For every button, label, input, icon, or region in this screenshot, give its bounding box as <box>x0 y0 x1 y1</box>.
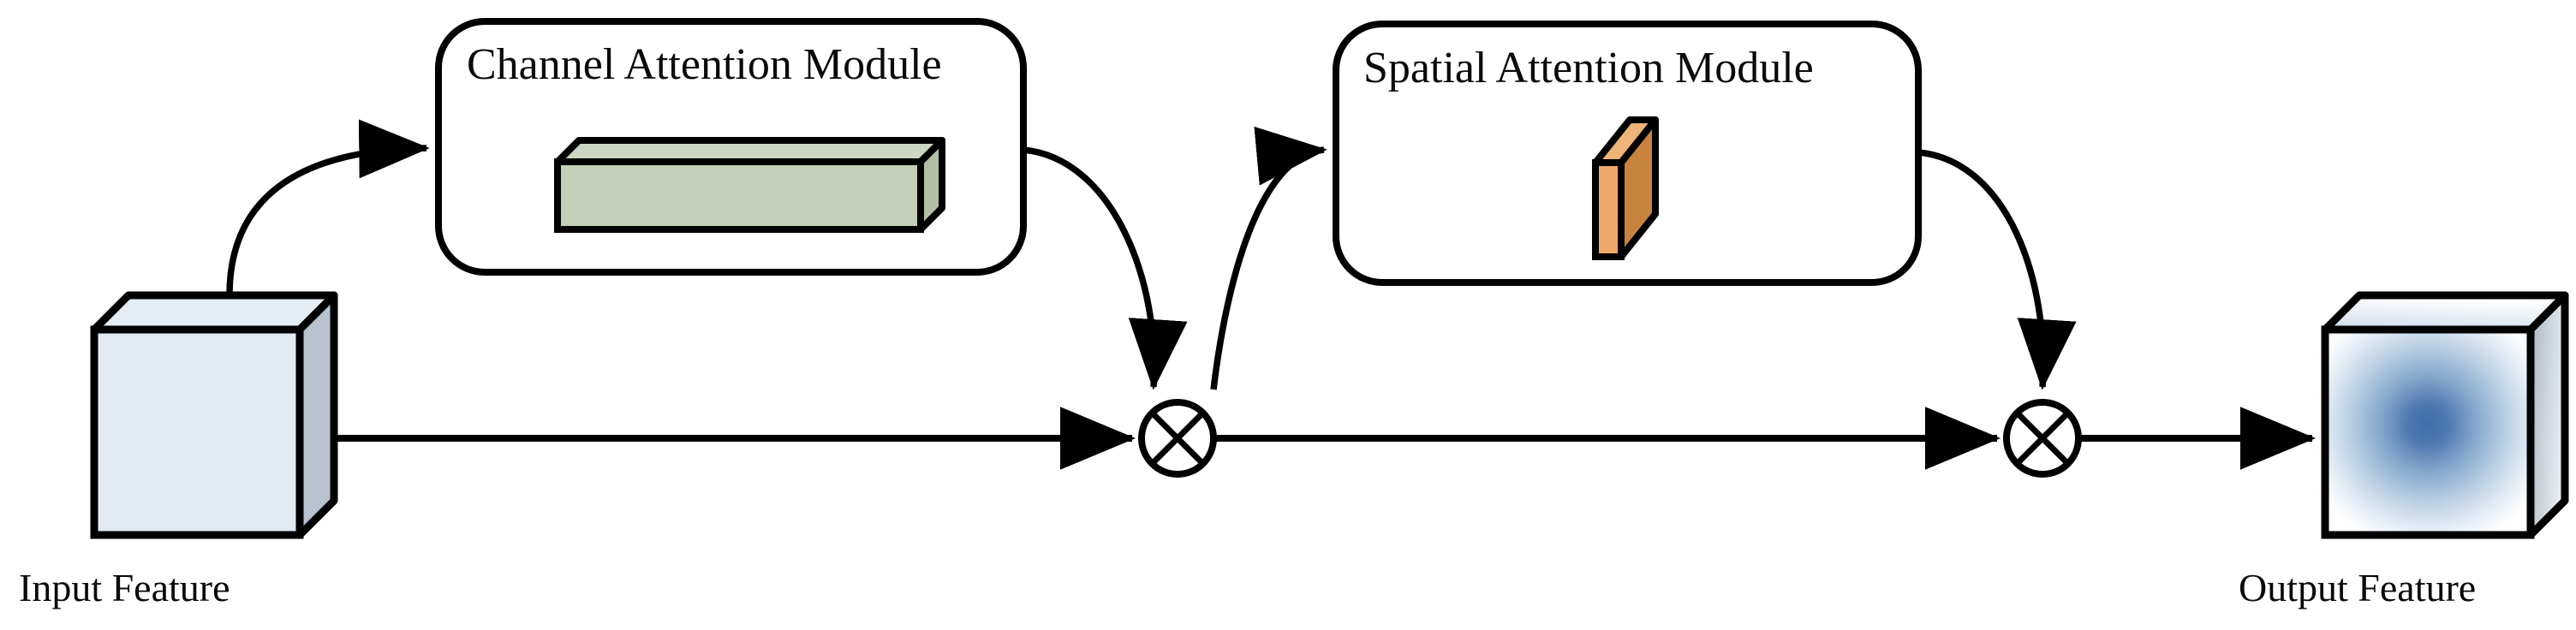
multiply-1-stroke-b <box>1149 410 1206 467</box>
input-cube-front-face <box>90 325 304 539</box>
connector-input-to-channel <box>226 119 430 296</box>
multiply-2-stroke-b <box>2014 410 2071 467</box>
channel-module-title: Channel Attention Module <box>467 40 942 89</box>
input-feature-cube <box>90 291 338 539</box>
input-cube-top-face <box>90 291 338 334</box>
input-feature-label: Input Feature <box>19 566 230 609</box>
spatial-module-title: Spatial Attention Module <box>1363 44 1814 92</box>
channel-attention-module[interactable]: Channel Attention Module <box>435 18 1027 276</box>
spatial-attention-module[interactable]: Spatial Attention Module <box>1333 21 1922 286</box>
output-cube-top-face <box>2321 291 2569 334</box>
output-cube-front-face <box>2321 325 2535 539</box>
output-cube-side-face <box>2526 291 2569 539</box>
spatial-slab-left-face <box>1592 159 1625 260</box>
spatial-slab-front-face <box>1618 116 1659 260</box>
connector-multiply-1-to-spatial <box>1210 127 1327 390</box>
channel-attention-bar-icon <box>554 137 945 233</box>
input-cube-side-face <box>295 291 338 539</box>
multiply-operator-2[interactable] <box>2003 399 2082 478</box>
multiply-operator-1[interactable] <box>1138 399 1217 478</box>
spatial-attention-slab-icon <box>1592 116 1659 260</box>
connector-spatial-to-multiply-2 <box>1917 149 2077 390</box>
channel-bar-front-face <box>554 158 924 233</box>
output-feature-cube <box>2321 291 2569 539</box>
connector-channel-to-multiply-1 <box>1023 146 1188 390</box>
output-feature-label: Output Feature <box>2239 566 2477 609</box>
